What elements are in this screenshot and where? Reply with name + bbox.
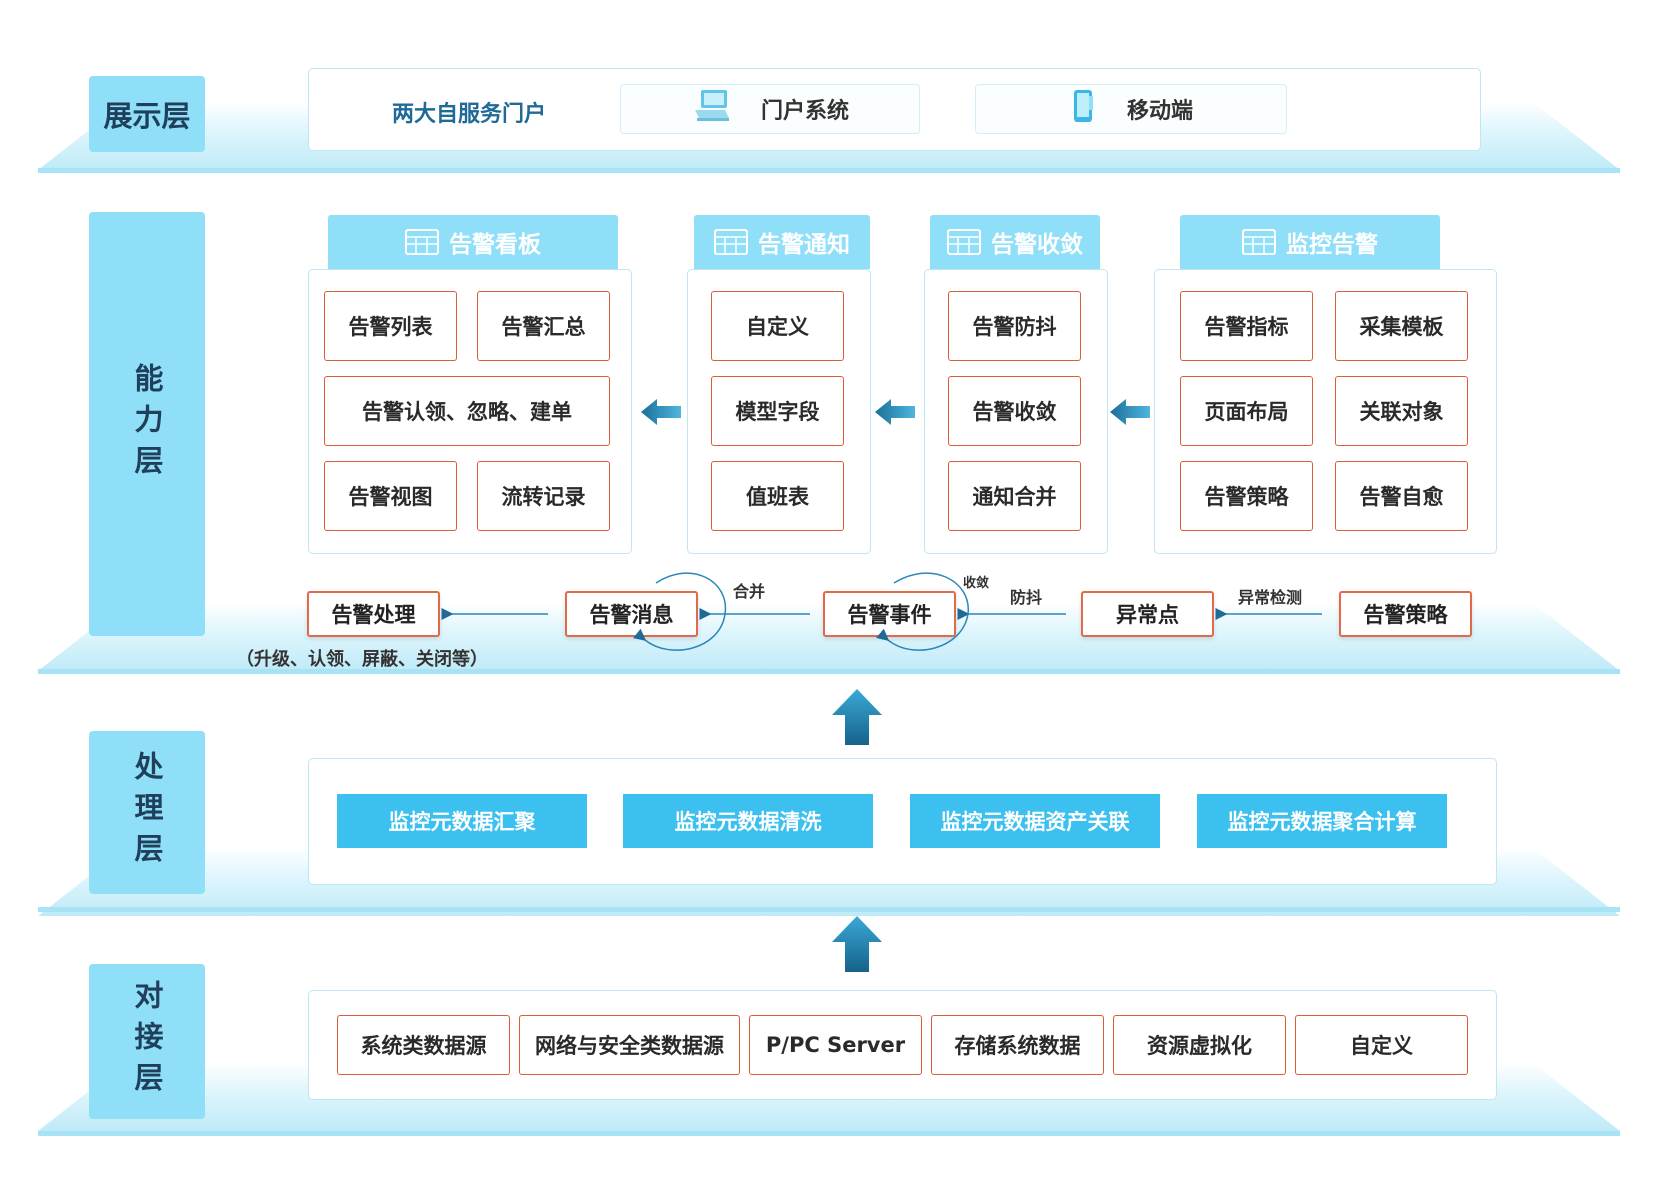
platform-edge	[38, 669, 1620, 674]
computer-icon	[691, 88, 731, 130]
portal-system-button[interactable]: 门户系统	[620, 84, 920, 134]
module-item[interactable]: 关联对象	[1335, 376, 1468, 446]
module-item[interactable]: 自定义	[711, 291, 844, 361]
loop-arrow-icon	[633, 572, 727, 651]
flow-node-anomaly[interactable]: 异常点	[1081, 591, 1214, 637]
processing-step[interactable]: 监控元数据清洗	[623, 794, 873, 848]
module-title: 告警看板	[449, 232, 541, 258]
up-arrow-icon	[832, 916, 882, 972]
left-arrow-icon	[641, 399, 681, 425]
platform-edge	[38, 1131, 1620, 1136]
module-tab-monitoring[interactable]: 监控告警	[1180, 215, 1440, 269]
data-source[interactable]: 存储系统数据	[931, 1015, 1104, 1075]
processing-step[interactable]: 监控元数据汇聚	[337, 794, 587, 848]
module-item[interactable]: 告警自愈	[1335, 461, 1468, 531]
module-item[interactable]: 通知合并	[948, 461, 1081, 531]
table-icon	[1242, 229, 1276, 255]
module-item[interactable]: 告警认领、忽略、建单	[324, 376, 610, 446]
module-item[interactable]: 值班表	[711, 461, 844, 531]
data-source[interactable]: P/PC Server	[749, 1015, 922, 1075]
module-item[interactable]: 告警收敛	[948, 376, 1081, 446]
module-item[interactable]: 告警汇总	[477, 291, 610, 361]
flow-node-alarm-event[interactable]: 告警事件	[823, 591, 956, 637]
module-title: 告警通知	[758, 232, 850, 258]
layer-label-integration: 对接层	[89, 964, 205, 1119]
mobile-label: 移动端	[1126, 99, 1193, 124]
layer-label-capability: 能力层	[89, 212, 205, 636]
module-item[interactable]: 告警防抖	[948, 291, 1081, 361]
module-tab-convergence[interactable]: 告警收敛	[930, 215, 1100, 269]
module-item[interactable]: 告警列表	[324, 291, 457, 361]
module-item[interactable]: 页面布局	[1180, 376, 1313, 446]
mobile-button[interactable]: 移动端	[975, 84, 1287, 134]
flow-label-merge: 合并	[733, 582, 766, 601]
left-arrow-icon	[1110, 399, 1150, 425]
processing-step[interactable]: 监控元数据资产关联	[910, 794, 1160, 848]
flow-label-debounce: 防抖	[1010, 588, 1043, 607]
platform-edge	[38, 907, 1620, 912]
mobile-icon	[1069, 88, 1097, 130]
table-icon	[947, 229, 981, 255]
module-item[interactable]: 告警指标	[1180, 291, 1313, 361]
up-arrow-icon	[832, 689, 882, 745]
data-source[interactable]: 系统类数据源	[337, 1015, 510, 1075]
data-source[interactable]: 自定义	[1295, 1015, 1468, 1075]
flow-note: （升级、认领、屏蔽、关闭等）	[236, 649, 488, 670]
portal-group-title: 两大自服务门户	[392, 102, 547, 127]
platform-edge	[38, 168, 1620, 173]
processing-step[interactable]: 监控元数据聚合计算	[1197, 794, 1447, 848]
flow-node-alarm-message[interactable]: 告警消息	[565, 591, 698, 637]
table-icon	[405, 229, 439, 255]
module-tab-notification[interactable]: 告警通知	[694, 215, 870, 269]
module-item[interactable]: 采集模板	[1335, 291, 1468, 361]
left-arrow-icon	[875, 399, 915, 425]
module-tab-dashboard[interactable]: 告警看板	[328, 215, 618, 269]
module-item[interactable]: 模型字段	[711, 376, 844, 446]
data-source[interactable]: 资源虚拟化	[1113, 1015, 1286, 1075]
layer-label-presentation: 展示层	[89, 76, 205, 152]
flow-node-alarm-handling[interactable]: 告警处理	[307, 591, 440, 637]
table-icon	[714, 229, 748, 255]
portal-system-label: 门户系统	[760, 99, 849, 124]
module-item[interactable]: 流转记录	[477, 461, 610, 531]
flow-node-alarm-policy[interactable]: 告警策略	[1339, 591, 1472, 637]
flow-connectors	[441, 572, 1322, 651]
data-source[interactable]: 网络与安全类数据源	[519, 1015, 740, 1075]
module-item[interactable]: 告警视图	[324, 461, 457, 531]
module-title: 监控告警	[1286, 232, 1378, 258]
layer-label-processing: 处理层	[89, 731, 205, 894]
module-title: 告警收敛	[991, 232, 1083, 258]
flow-label-converge: 收敛	[963, 576, 990, 591]
flow-label-detect: 异常检测	[1238, 588, 1303, 607]
loop-arrow-icon	[876, 572, 969, 651]
module-item[interactable]: 告警策略	[1180, 461, 1313, 531]
